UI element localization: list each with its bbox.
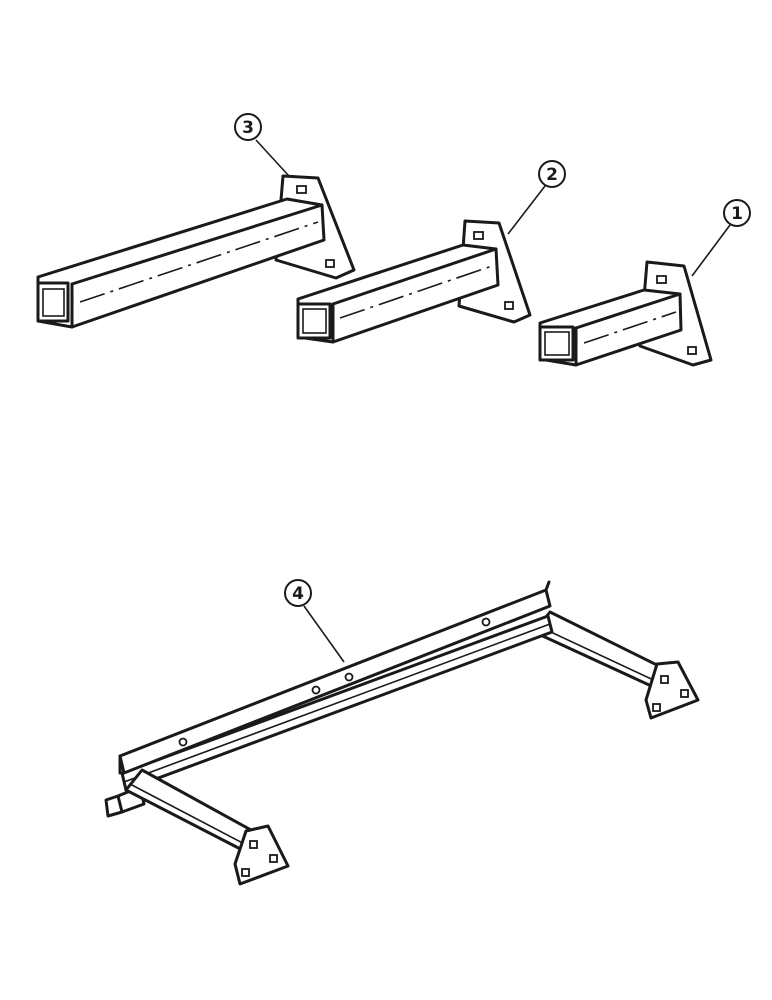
part-4-left-arm-edge: [129, 783, 257, 851]
part-4-lower-rail-edge: [123, 623, 551, 783]
part-1-centerline: [583, 311, 677, 344]
callout-4: 4: [284, 579, 345, 663]
part-4-channel-flange: [544, 580, 551, 592]
part-4-frame-assembly: [104, 580, 700, 886]
part-4-right-arm-edge: [537, 625, 663, 685]
callout-2: 2: [507, 160, 566, 235]
callout-4-label: 4: [292, 584, 304, 604]
part-2-medium-mounting-arm: [296, 219, 532, 344]
callout-3: 3: [234, 113, 290, 177]
callout-2-circle: [538, 160, 566, 188]
callout-1-label: 1: [731, 204, 743, 224]
part-4-bolt-hole: [249, 840, 258, 849]
callout-1-circle: [723, 199, 751, 227]
callout-2-label: 2: [546, 165, 558, 185]
part-1-bolt-hole: [656, 275, 667, 284]
part-1-short-mounting-arm: [538, 260, 713, 367]
callout-4-leader: [303, 605, 345, 663]
part-2-bolt-hole: [504, 301, 514, 310]
part-3-centerline: [79, 221, 319, 303]
callout-1: 1: [691, 199, 751, 277]
part-4-rail-hole: [481, 617, 491, 627]
callout-1-leader: [691, 224, 731, 277]
callout-3-leader: [255, 139, 290, 177]
part-2-bolt-hole: [473, 231, 484, 240]
part-2-tube-edge: [331, 247, 498, 306]
part-1-tube-edge: [574, 292, 682, 330]
part-4-bolt-hole: [680, 689, 689, 698]
part-3-bolt-hole: [325, 259, 335, 268]
callout-2-leader: [507, 185, 546, 235]
part-3-tube-opening: [42, 288, 65, 317]
part-4-rail-hole: [344, 672, 354, 682]
part-4-left-end-bracket: [104, 794, 124, 818]
part-3-long-mounting-arm: [36, 174, 356, 329]
part-4-rail-hole: [178, 737, 188, 747]
part-2-centerline: [339, 265, 493, 319]
callout-4-circle: [284, 579, 312, 607]
part-1-tube-opening: [544, 331, 570, 356]
part-4-bolt-hole: [652, 703, 661, 712]
part-4-top-angle-channel: [118, 588, 552, 775]
part-3-bolt-hole: [296, 185, 307, 194]
part-4-bolt-hole: [241, 868, 250, 877]
part-2-tube-opening: [302, 308, 327, 334]
part-4-bolt-hole: [269, 854, 278, 863]
callout-3-label: 3: [242, 118, 254, 138]
part-4-bolt-hole: [660, 675, 669, 684]
part-4-rail-hole: [311, 685, 321, 695]
part-4-right-arm: [532, 610, 669, 692]
callout-3-circle: [234, 113, 262, 141]
part-1-bolt-hole: [687, 346, 697, 355]
part-3-tube-edge: [70, 203, 324, 286]
